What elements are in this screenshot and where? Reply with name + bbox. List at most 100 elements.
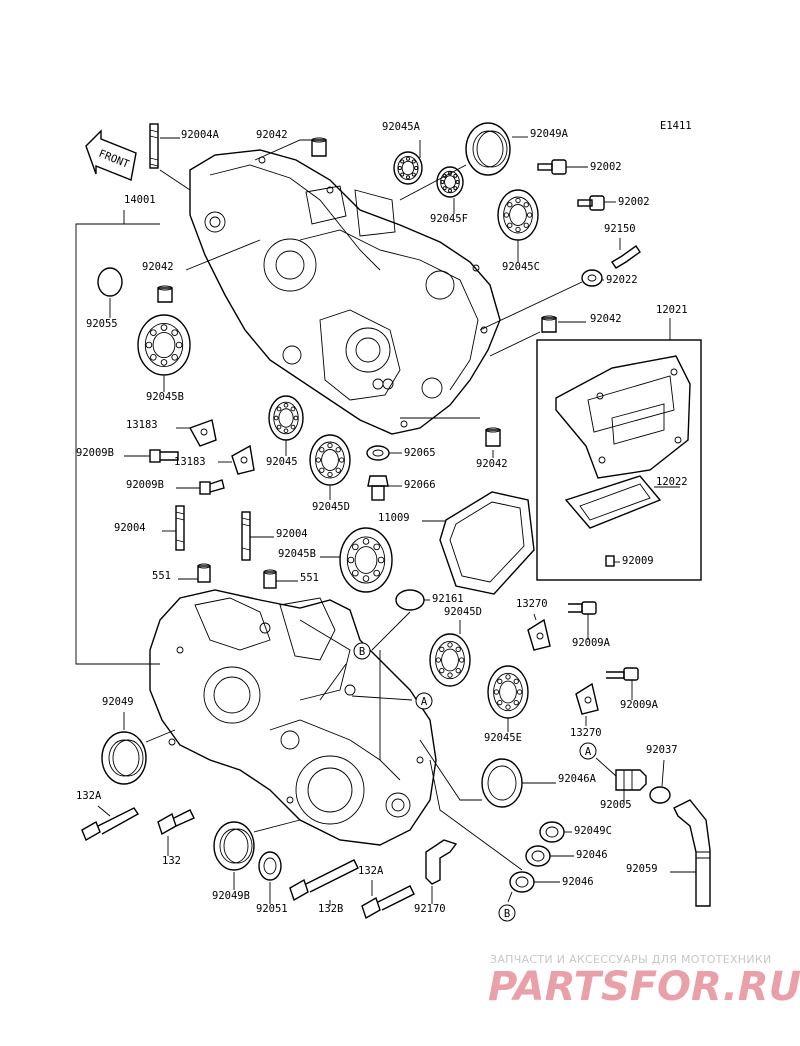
part-label-13183: 13183 xyxy=(126,419,158,431)
screw-92009a-b xyxy=(606,667,639,700)
dowel-92042-top xyxy=(254,137,327,161)
part-label-92004a: 92004A xyxy=(181,129,220,141)
part-label-92045d: 92045D xyxy=(312,501,350,513)
part-label-92049b: 92049B xyxy=(212,890,250,902)
seal-92049 xyxy=(101,712,176,785)
callout-letter: B xyxy=(504,908,510,920)
part-label-92161: 92161 xyxy=(432,593,464,605)
part-label-92049a: 92049A xyxy=(530,128,569,140)
part-label-92046: 92046 xyxy=(562,876,594,888)
bearing-92045 xyxy=(268,395,304,456)
part-label-13270: 13270 xyxy=(516,598,548,610)
diagram-id: E1411 xyxy=(660,120,692,132)
dowel-92042-right xyxy=(489,315,586,357)
part-label-92049: 92049 xyxy=(102,696,134,708)
bolt-132a-left xyxy=(81,805,140,842)
bolt-132a-right xyxy=(361,880,415,920)
o-ring-92055 xyxy=(97,267,123,318)
part-label-92004: 92004 xyxy=(276,528,308,540)
screw-92002-b xyxy=(577,195,616,211)
stud-92004a xyxy=(149,123,191,191)
part-label-92059: 92059 xyxy=(626,863,658,875)
plug-92066 xyxy=(367,475,402,501)
part-label-92150: 92150 xyxy=(604,223,636,235)
reed-valve-box-12021 xyxy=(536,318,702,581)
bearings xyxy=(137,140,539,732)
part-label-92046: 92046 xyxy=(576,849,608,861)
leader-line xyxy=(319,663,347,701)
part-label-92002: 92002 xyxy=(618,196,650,208)
part-label-92042: 92042 xyxy=(256,129,288,141)
bracket-13270-a xyxy=(527,613,551,651)
part-label-551: 551 xyxy=(152,570,171,582)
bracket-13270-b xyxy=(575,682,599,726)
plug-92161 xyxy=(371,589,430,651)
lower-crankcase xyxy=(149,589,437,846)
bearing-92045a xyxy=(393,140,423,185)
seal-92049b xyxy=(213,819,301,890)
part-label-92004: 92004 xyxy=(114,522,146,534)
bolt-132b xyxy=(289,859,359,906)
gasket-11009 xyxy=(422,491,535,595)
leader-line xyxy=(429,759,523,871)
part-label-12021: 12021 xyxy=(656,304,688,316)
part-label-92045b: 92045B xyxy=(146,391,184,403)
dowel-92042-left xyxy=(157,239,261,303)
clip-92037 xyxy=(649,759,671,804)
part-label-92045a: 92045A xyxy=(382,121,421,133)
part-label-92170: 92170 xyxy=(414,903,446,915)
seal-92046-a xyxy=(525,845,574,867)
bearing-92045d-bottom xyxy=(429,620,471,687)
part-label-92042: 92042 xyxy=(590,313,622,325)
fitting-92005 xyxy=(595,757,647,802)
callout-b: B xyxy=(353,642,371,660)
assembly-bracket xyxy=(75,210,160,665)
stud-92004-left xyxy=(162,505,185,551)
watermark-logo: PARTSFOR.RU xyxy=(488,964,800,1010)
screw-92009a-a xyxy=(568,601,597,640)
front-arrow-icon: FRONT xyxy=(85,129,137,181)
bearing-92045c xyxy=(497,189,539,262)
callout-b: B xyxy=(498,904,516,922)
bolt-132 xyxy=(157,809,195,856)
callout-letter: A xyxy=(585,746,592,758)
seal-92046a xyxy=(419,739,556,808)
part-label-92055: 92055 xyxy=(86,318,118,330)
hose-92059 xyxy=(670,799,711,907)
part-label-92045f: 92045F xyxy=(430,213,468,225)
dowel-551-left xyxy=(178,563,211,583)
part-label-13183: 13183 xyxy=(174,456,206,468)
part-label-92042: 92042 xyxy=(476,458,508,470)
part-label-92046a: 92046A xyxy=(558,773,597,785)
dowel-92042-mid xyxy=(400,417,501,458)
front-arrow-label: FRONT xyxy=(97,148,131,171)
part-label-132a: 132A xyxy=(358,865,384,877)
bolt-92150 xyxy=(611,238,641,269)
part-label-551: 551 xyxy=(300,572,319,584)
part-label-92009: 92009 xyxy=(622,555,654,567)
part-label-92037: 92037 xyxy=(646,744,678,756)
part-label-11009: 11009 xyxy=(378,512,410,524)
bracket-13183-a xyxy=(176,419,217,447)
part-label-92009b: 92009B xyxy=(126,479,164,491)
part-label-132b: 132B xyxy=(318,903,343,915)
watermark-top-text: ЗАПЧАСТИ И АКСЕССУАРЫ ДЛЯ МОТОТЕХНИКИ xyxy=(490,953,772,966)
seal-92046-b xyxy=(507,871,560,903)
part-label-13270: 13270 xyxy=(570,727,602,739)
part-label-92045: 92045 xyxy=(266,456,298,468)
seal-92049a xyxy=(399,122,528,201)
part-label-92045b: 92045B xyxy=(278,548,316,560)
bearing-92045e xyxy=(487,665,529,732)
clamp-92170 xyxy=(425,839,458,904)
screw-92002-a xyxy=(537,159,588,175)
screw-92009b-b xyxy=(176,479,225,495)
part-label-92066: 92066 xyxy=(404,479,436,491)
part-label-14001: 14001 xyxy=(124,194,156,206)
part-label-92042: 92042 xyxy=(142,261,174,273)
part-label-92002: 92002 xyxy=(590,161,622,173)
bearing-92045b-top xyxy=(137,314,191,392)
bearing-92045d-top xyxy=(309,434,351,500)
part-label-92045e: 92045E xyxy=(484,732,522,744)
